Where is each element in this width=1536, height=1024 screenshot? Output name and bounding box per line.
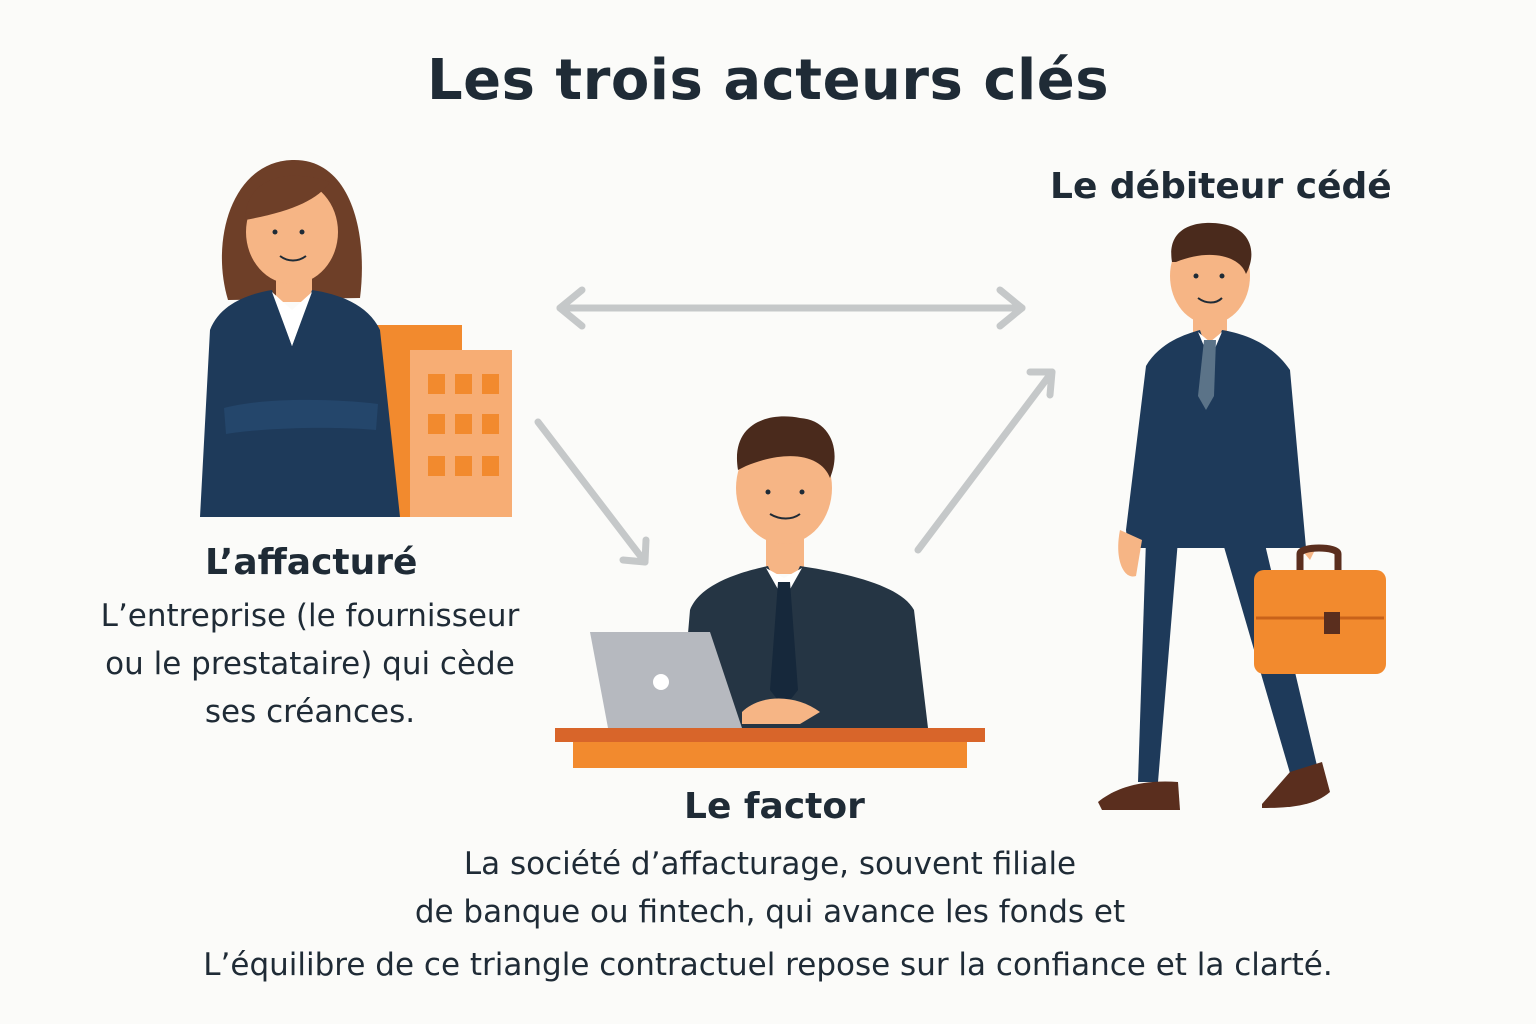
arrow-affacture-debiteur [556,286,1026,330]
footer-caption: L’équilibre de ce triangle contractuel r… [203,947,1333,983]
debiteur-title: Le débiteur cédé [1050,166,1392,207]
factor-description-line: de banque ou fintech, qui avance les fon… [414,894,1126,930]
factor-description: La société d’affacturage, souvent filial… [330,840,1210,936]
woman-avatar [200,159,400,517]
factor-description-line: La société d’affacturage, souvent filial… [463,846,1077,882]
desk [555,728,985,768]
factor-title: Le factor [684,786,865,827]
affacture-description-line: ses créances. [204,694,416,730]
affacture-description-line: L’entreprise (le fournisseur [100,598,520,634]
affacture-description-line: ou le prestataire) qui cède [105,646,515,682]
page-title: Les trois acteurs clés [426,48,1110,113]
debiteur-avatar [1098,222,1330,810]
affacture-description: L’entreprise (le fournisseur ou le prest… [70,592,550,736]
factor-avatar [590,416,928,728]
arrow-affacture-factor [534,418,650,566]
arrow-factor-debiteur [914,368,1056,554]
affacture-title: L’affacturé [205,542,418,583]
briefcase-icon [1254,544,1386,674]
building-icon [372,325,512,517]
